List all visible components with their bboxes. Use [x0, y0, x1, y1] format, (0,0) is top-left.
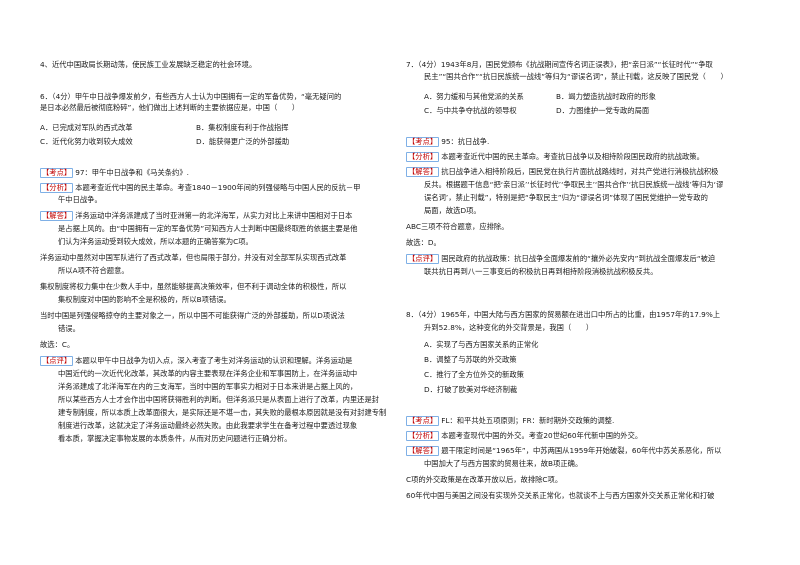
jieda-text: 题干限定时间是“1965年”，中苏两国从1959年开始破裂，60年代中苏关系恶化…	[441, 446, 722, 455]
q7-jieda-line5: ABC三项不符合题意，应排除。	[406, 222, 509, 231]
q6-option-a: A．已完成对军队的西式改革	[40, 123, 133, 132]
q7-dianping: 【点评】国民政府的抗战政策：抗日战争全面爆发前的“攘外必先安内”到抗战全面爆发后…	[406, 254, 715, 264]
q6-dianping-line7: 看本质，掌握决定事物发展的本质条件，从而对历史问题进行正确分析。	[58, 434, 292, 443]
fenxi-tag: 【分析】	[406, 431, 440, 441]
q7-option-d: D．力图维护一党专政的局面	[556, 106, 650, 115]
q6-jieda-line4: 洋务运动中虽然对中国军队进行了西式改革，但也局限于部分，并没有对全部军队实现西式…	[40, 253, 347, 262]
q6-stem-line2: 是日本必然最后被彻底粉碎”，他们做出上述判断的主要依据应是，中国（ ）	[40, 103, 300, 112]
q8-stem-line2: 升到52.8%，这种变化的外交背景是，我国（ ）	[424, 323, 594, 332]
q7-jieda-line4: 局面，故选D项。	[424, 206, 481, 215]
q6-answer: 故选：C。	[40, 340, 75, 349]
q6-option-d: D．能获得更广泛的外部援助	[196, 137, 290, 146]
q6-dianping-line3: 洋务派建成了北洋海军在内的三支海军，当时中国的军事实力相对于日本来讲是占据上风的…	[58, 382, 358, 391]
kaodian-tag: 【考点】	[406, 137, 440, 147]
q8-option-c: C．推行了全方位外交的新政策	[424, 370, 524, 379]
jieda-tag: 【解答】	[406, 446, 440, 456]
q6-dianping-line4: 所以某些西方人士才会作出中国将获得胜利的判断。但洋务派只是从表面上进行了改革，内…	[58, 395, 380, 404]
kaodian-text: 97：甲午中日战争和《马关条约》.	[75, 168, 189, 177]
q8-jieda-line2: 中国加大了与西方国家的贸易往来，故B项正确。	[424, 459, 583, 468]
q8-option-b: B．调整了与苏联的外交政策	[424, 355, 517, 364]
q6-jieda: 【解答】洋务运动中洋务派建成了当时亚洲第一的北洋海军，从实力对比上来讲中国相对于…	[40, 211, 352, 221]
q6-fenxi-line2: 午中日战争。	[58, 195, 102, 204]
q6-jieda-line5: 所以A项不符合题意。	[58, 266, 129, 275]
q6-jieda-line7: 集权制度对中国的影响不全是积极的，所以B项错误。	[58, 295, 231, 304]
kaodian-tag: 【考点】	[40, 168, 74, 178]
kaodian-text: FL：和平共处五项原则；FR：新时期外交政策的调整.	[441, 416, 615, 425]
q8-stem-line1: 8．（4分）1965年，中国大陆与西方国家的贸易额在进出口中所占的比重，由195…	[406, 310, 721, 319]
jieda-text: 洋务运动中洋务派建成了当时亚洲第一的北洋海军，从实力对比上来讲中国相对于日本	[75, 211, 353, 220]
q8-jieda-line4: 60年代中国与美国之间没有实现外交关系正常化，也就谈不上与西方国家外交关系正常化…	[406, 491, 715, 500]
q8-jieda-line3: C项的外交政策是在改革开放以后，故排除C项。	[406, 475, 563, 484]
reason-4: 4、近代中国政局长期动荡，使民族工业发展缺乏稳定的社会环境。	[40, 60, 257, 69]
q6-dianping-line5: 建专制制度，所以本质上改革面很大，是实际还是不堪一击，其失败的最根本原因就是没有…	[58, 408, 387, 417]
q6-option-c: C．近代化努力收到较大成效	[40, 137, 133, 146]
q6-jieda-line6: 集权制度将权力集中在少数人手中，虽然能够提高决策效率，但不利于调动全体的积极性，…	[40, 282, 347, 291]
q7-option-c: C．与中共争夺抗战的领导权	[424, 106, 517, 115]
q7-stem-line2: 民主”“国共合作”“抗日民族统一战线”等归为“谬误名词”，禁止刊载，这反映了国民…	[424, 72, 728, 81]
q6-jieda-line9: 错误。	[58, 324, 80, 333]
q8-fenxi: 【分析】本题考查现代中国的外交。考查20世纪60年代新中国的外交。	[406, 431, 642, 441]
fenxi-tag: 【分析】	[406, 152, 440, 162]
fenxi-text: 本题考查近代中国的民主革命。考查1840－1900年间的列强侵略与中国人民的反抗…	[75, 183, 361, 192]
dianping-text: 本题以甲午中日战争为切入点，深入考查了考生对洋务运动的认识和理解。洋务运动是	[75, 356, 353, 365]
q6-dianping-line2: 中国近代的一次近代化改革，其改革的内容主要表现在洋务企业和军事国防上，在洋务运动…	[58, 369, 358, 378]
q7-option-b: B．竭力塑造抗战时政府的形象	[556, 92, 656, 101]
q8-jieda: 【解答】题干限定时间是“1965年”，中苏两国从1959年开始破裂，60年代中苏…	[406, 446, 721, 456]
dianping-text: 国民政府的抗战政策：抗日战争全面爆发前的“攘外必先安内”到抗战全面爆发后“被迫	[441, 254, 716, 263]
q7-jieda: 【解答】抗日战争进入相持阶段后，国民党在执行片面抗战路线时，对共产党进行消极抗战…	[406, 167, 718, 177]
q7-kaodian: 【考点】95：抗日战争.	[406, 137, 489, 147]
q6-dianping-line6: 制度进行改革，这就决定了洋务运动最终必然失败。由此我要求学生在备考过程中要透过现…	[58, 421, 358, 430]
jieda-tag: 【解答】	[40, 211, 74, 221]
q8-kaodian: 【考点】FL：和平共处五项原则；FR：新时期外交政策的调整.	[406, 416, 614, 426]
q7-jieda-line2: 反共。根据题干信息“把‘亲日派’‘长征时代’‘争取民主’‘国共合作’‘抗日民族统…	[424, 180, 724, 189]
dianping-tag: 【点评】	[406, 254, 440, 264]
q6-dianping: 【点评】本题以甲午中日战争为切入点，深入考查了考生对洋务运动的认识和理解。洋务运…	[40, 356, 352, 366]
jieda-tag: 【解答】	[406, 167, 440, 177]
q6-kaodian: 【考点】97：甲午中日战争和《马关条约》.	[40, 168, 189, 178]
q6-jieda-line8: 当时中国是列强侵略掠夺的主要对象之一，所以中国不可能获得广泛的外部援助，所以D项…	[40, 311, 345, 320]
q7-jieda-line3: 误名词’，禁止刊载”，特别是把“争取民主”归为“谬误名词”体现了国民党维护一党专…	[424, 193, 708, 202]
fenxi-text: 本题考查近代中国的民主革命。考查抗日战争以及相持阶段国民政府的抗战政策。	[441, 152, 704, 161]
dianping-tag: 【点评】	[40, 356, 74, 366]
q6-option-b: B．集权制度有利于作战指挥	[196, 123, 289, 132]
fenxi-tag: 【分析】	[40, 183, 74, 193]
q7-option-a: A．努力缓和与其他党派的关系	[424, 92, 524, 101]
jieda-text: 抗日战争进入相持阶段后，国民党在执行片面抗战路线时，对共产党进行消极抗战积极	[441, 167, 719, 176]
q6-fenxi: 【分析】本题考查近代中国的民主革命。考查1840－1900年间的列强侵略与中国人…	[40, 183, 360, 193]
q8-option-d: D．打破了欧美对华经济制裁	[424, 385, 518, 394]
kaodian-text: 95：抗日战争.	[441, 137, 490, 146]
q7-dianping-line2: 联共抗日再到八一三事变后的积极抗日再到相持阶段消极抗战积极反共。	[424, 267, 658, 276]
q6-jieda-line2: 是占据上风的。由“中国拥有一定的军备优势”可知西方人士判断中国最终取胜的依据主要…	[58, 224, 358, 233]
q6-jieda-line3: 们认为洋务运动受到较大成效，所以本题的正确答案为C项。	[58, 237, 253, 246]
q7-answer: 故选：D。	[406, 238, 441, 247]
q7-stem-line1: 7．（4分）1943年8月，国民党颁布《抗战期间宣传名词正误表》，把“亲日派”“…	[406, 60, 713, 69]
fenxi-text: 本题考查现代中国的外交。考查20世纪60年代新中国的外交。	[441, 431, 643, 440]
kaodian-tag: 【考点】	[406, 416, 440, 426]
q8-option-a: A．实现了与西方国家关系的正常化	[424, 340, 539, 349]
q6-stem-line1: 6．（4分）甲午中日战争爆发前夕，有些西方人士认为中国拥有一定的军备优势，“毫无…	[40, 92, 342, 101]
q7-fenxi: 【分析】本题考查近代中国的民主革命。考查抗日战争以及相持阶段国民政府的抗战政策。	[406, 152, 704, 162]
